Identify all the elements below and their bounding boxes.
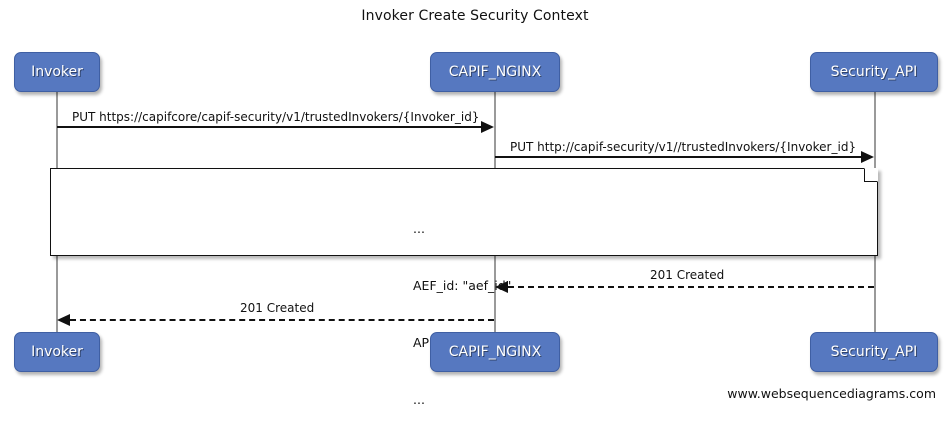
participant-security-api-bottom[interactable]: Security_API xyxy=(810,332,938,372)
message-line-m2 xyxy=(495,156,862,158)
note-line: ... xyxy=(413,221,425,236)
participant-label: CAPIF_NGINX xyxy=(448,344,542,360)
participant-label: CAPIF_NGINX xyxy=(448,64,542,80)
watermark: www.websequencediagrams.com xyxy=(727,386,936,401)
note-line: ... xyxy=(413,392,425,407)
message-label-m2: PUT http://capif-security/v1//trustedInv… xyxy=(510,140,857,154)
page-title: Invoker Create Security Context xyxy=(361,8,589,24)
participant-capif-nginx-bottom[interactable]: CAPIF_NGINX xyxy=(430,332,560,372)
sequence-diagram-canvas: Invoker Create Security Context Invoker … xyxy=(14,8,938,407)
note-box: ... AEF_id: "aef_id" API_id: "api_id" ..… xyxy=(50,168,878,407)
message-label-m1: PUT https://capifcore/capif-security/v1/… xyxy=(72,110,480,124)
participant-security-api-top[interactable]: Security_API xyxy=(810,52,938,92)
message-line-m4 xyxy=(70,319,494,321)
message-line-m1 xyxy=(57,126,482,128)
participant-label: Security_API xyxy=(830,64,918,80)
note-text: ... AEF_id: "aef_id" API_id: "api_id" ..… xyxy=(413,181,511,447)
arrowhead-left-icon xyxy=(57,314,70,326)
arrowhead-left-icon xyxy=(495,281,508,293)
participant-label: Security_API xyxy=(830,344,918,360)
arrowhead-right-icon xyxy=(861,151,874,163)
message-label-m4: 201 Created xyxy=(240,301,315,315)
message-label-m3: 201 Created xyxy=(650,268,725,282)
participant-label: Invoker xyxy=(31,64,83,80)
participant-invoker-bottom[interactable]: Invoker xyxy=(14,332,100,372)
message-line-m3 xyxy=(508,286,874,288)
participant-capif-nginx-top[interactable]: CAPIF_NGINX xyxy=(430,52,560,92)
arrowhead-right-icon xyxy=(481,121,494,133)
participant-label: Invoker xyxy=(31,344,83,360)
participant-invoker-top[interactable]: Invoker xyxy=(14,52,100,92)
